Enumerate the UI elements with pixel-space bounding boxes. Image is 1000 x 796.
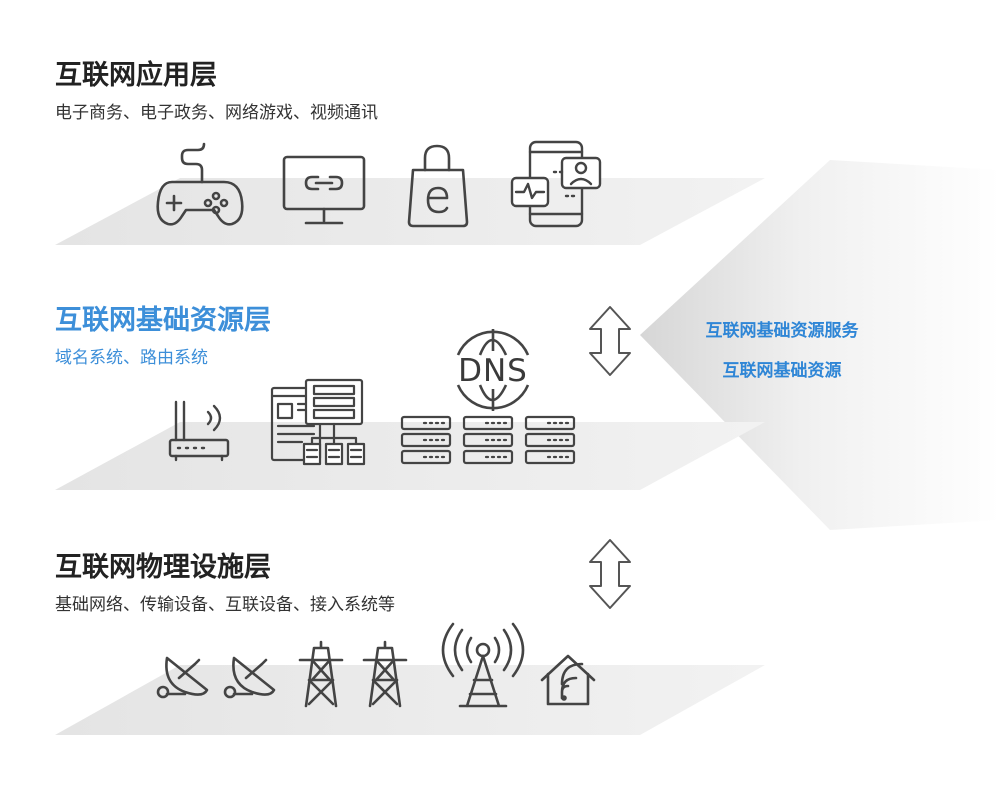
double-arrow-icon [589,539,631,609]
application-layer-subtitle: 电子商务、电子政务、网络游戏、视频通讯 [55,103,378,123]
web-hierarchy-icon [270,378,366,470]
monitor-link-icon [282,155,366,227]
dns-label: DNS [458,353,528,389]
side-label-resources: 互联网基础资源 [722,361,842,381]
transmission-tower-icon [360,640,410,708]
satellite-dish-icon [222,650,278,702]
mobile-video-call-icon [510,140,602,230]
double-arrow-icon [589,306,631,376]
physical-layer-title: 互联网物理设施层 [55,552,271,583]
shopping-bag-e-icon [405,140,471,228]
broadcast-antenna-icon [440,622,526,712]
dns-globe-icon: DNS [448,325,538,413]
server-rack-icon [400,415,580,467]
satellite-dish-icon [155,650,211,702]
resource-layer-subtitle: 域名系统、路由系统 [55,348,208,368]
transmission-tower-icon [296,640,346,708]
resource-layer-title: 互联网基础资源层 [55,305,271,336]
physical-layer-subtitle: 基础网络、传输设备、互联设备、接入系统等 [55,595,395,615]
resource-layer-plate [55,422,765,490]
gamepad-icon [150,140,246,230]
application-layer-title: 互联网应用层 [55,60,217,91]
router-icon [168,398,232,464]
side-label-services: 互联网基础资源服务 [705,321,859,341]
smart-home-icon [538,652,598,708]
